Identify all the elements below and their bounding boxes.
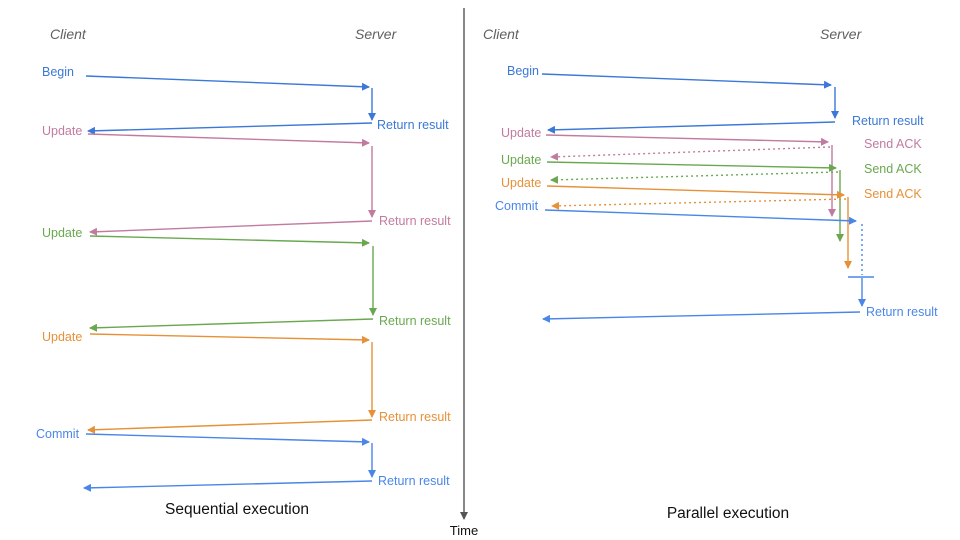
update2-request-arrow-parallel xyxy=(546,161,837,172)
commit-label-sequential: Commit xyxy=(36,427,80,441)
send-ack-2-label-parallel: Send ACK xyxy=(864,162,922,176)
update3-request-arrow-parallel xyxy=(546,185,845,199)
return-result-1-label-sequential: Return result xyxy=(377,118,449,132)
commit-return-arrow-sequential xyxy=(83,480,373,492)
server-header-sequential: Server xyxy=(355,26,397,42)
begin-return-arrow-parallel xyxy=(547,121,836,134)
commit-request-arrow-sequential xyxy=(85,433,370,446)
update2-request-arrow-sequential xyxy=(89,235,370,247)
update1-label-parallel: Update xyxy=(501,126,542,140)
return-result-3-label-sequential: Return result xyxy=(379,314,451,328)
update3-return-arrow-sequential xyxy=(87,419,373,434)
commit-label-parallel: Commit xyxy=(495,199,539,213)
update2-label-parallel: Update xyxy=(501,153,542,167)
sequential-title: Sequential execution xyxy=(165,501,309,518)
update2-label-sequential: Update xyxy=(42,226,83,240)
send-ack-1-label-parallel: Send ACK xyxy=(864,137,922,151)
return-result-final-label-parallel: Return result xyxy=(866,305,938,319)
update1-request-arrow-parallel xyxy=(545,134,829,146)
update1-return-arrow-sequential xyxy=(89,220,373,236)
update2-return-arrow-sequential xyxy=(89,318,374,332)
return-result-5-label-sequential: Return result xyxy=(378,474,450,488)
begin-label-parallel: Begin xyxy=(507,64,539,78)
client-header-sequential: Client xyxy=(50,26,86,42)
client-header-parallel: Client xyxy=(483,26,519,42)
update1-ack-arrow-parallel xyxy=(550,146,831,161)
begin-return-arrow-sequential xyxy=(87,122,373,135)
update3-label-parallel: Update xyxy=(501,176,542,190)
update3-label-sequential: Update xyxy=(42,330,83,344)
update2-ack-arrow-parallel xyxy=(550,171,839,184)
begin-label-sequential: Begin xyxy=(42,65,74,79)
send-ack-3-label-parallel: Send ACK xyxy=(864,187,922,201)
update1-request-arrow-sequential xyxy=(87,133,370,147)
commit-request-arrow-parallel xyxy=(544,209,857,225)
update3-ack-arrow-parallel xyxy=(551,198,847,210)
return-result-4-label-sequential: Return result xyxy=(379,410,451,424)
server-header-parallel: Server xyxy=(820,26,862,42)
update3-request-arrow-sequential xyxy=(89,333,370,344)
parallel-title: Parallel execution xyxy=(666,505,790,522)
return-result-begin-label-parallel: Return result xyxy=(852,114,924,128)
begin-request-arrow-parallel xyxy=(541,73,832,89)
update1-label-sequential: Update xyxy=(42,124,83,138)
begin-request-arrow-sequential xyxy=(85,75,370,91)
return-result-2-label-sequential: Return result xyxy=(379,214,451,228)
time-axis-label: Time xyxy=(449,523,479,538)
commit-return-arrow-parallel xyxy=(542,311,861,323)
